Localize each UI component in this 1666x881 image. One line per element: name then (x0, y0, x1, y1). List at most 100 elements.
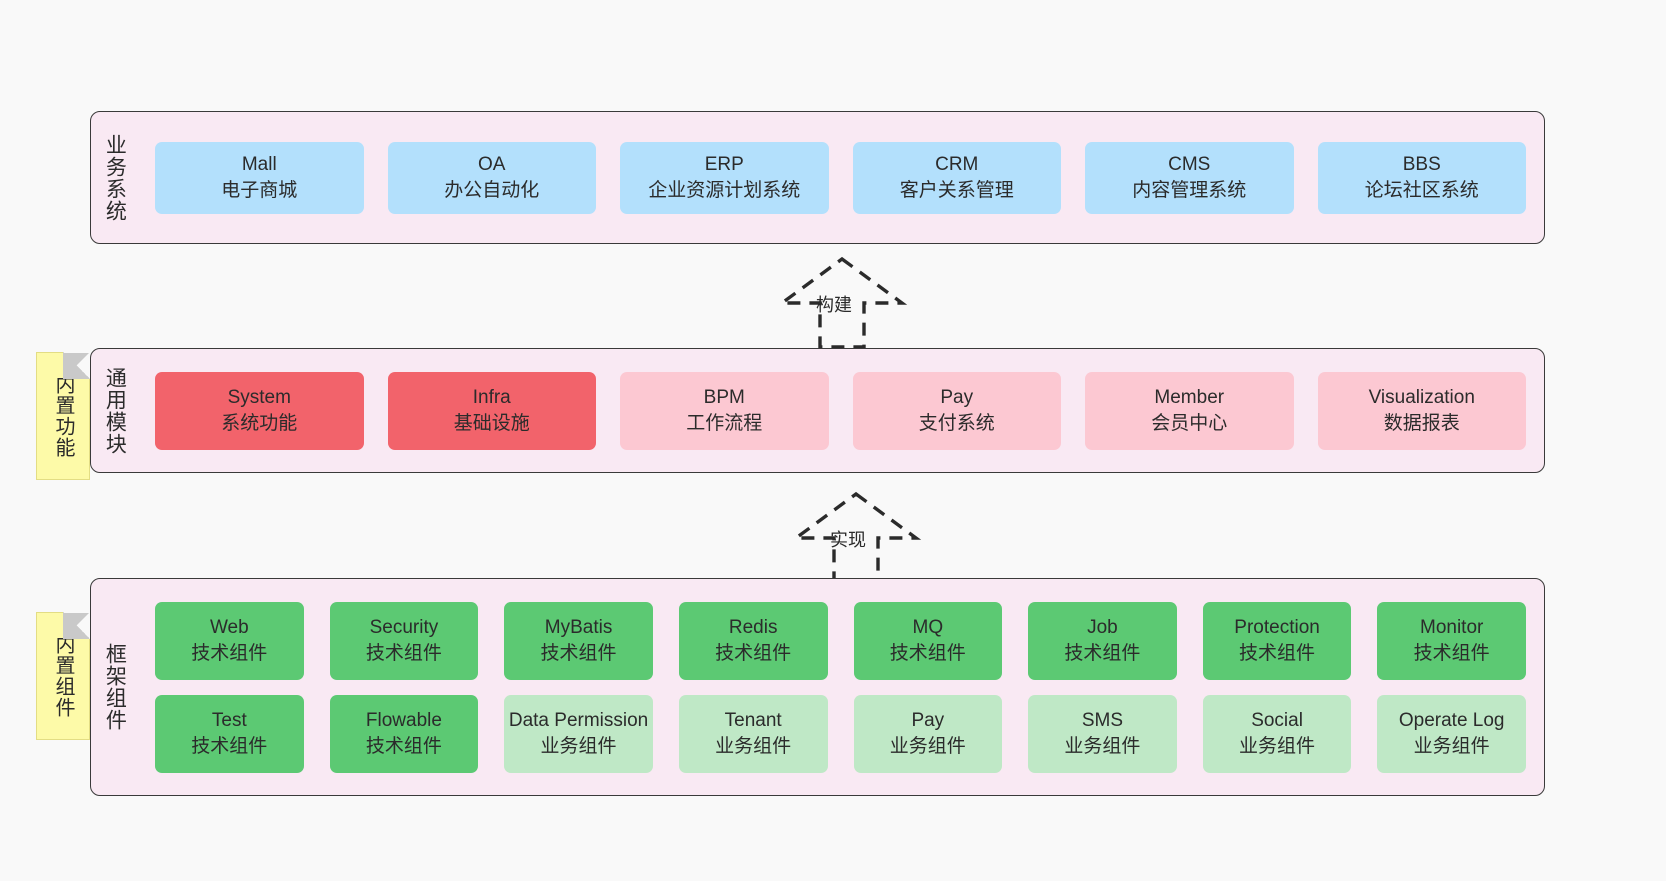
node-mybatis-cn: 技术组件 (540, 642, 617, 664)
build-relation-arrow: 构建 (752, 255, 932, 350)
node-job[interactable]: Job 技术组件 (1028, 601, 1177, 680)
node-protection-en: Protection (1234, 617, 1320, 639)
sticky-fold-icon (63, 612, 90, 639)
node-job-cn: 技术组件 (1064, 642, 1141, 664)
common-module-layer: 通用模块 System 系统功能 Infra 基础设施 BPM 工作流程 Pay… (90, 348, 1545, 473)
node-bpm-en: BPM (703, 387, 745, 409)
node-crm-cn: 客户关系管理 (899, 179, 1014, 201)
node-operate-log-en: Operate Log (1398, 710, 1505, 732)
node-social-cn: 业务组件 (1239, 735, 1316, 757)
node-data-permission[interactable]: Data Permission 业务组件 (504, 694, 653, 773)
node-job-en: Job (1087, 617, 1118, 639)
node-pay-component[interactable]: Pay 业务组件 (853, 694, 1003, 773)
node-crm[interactable]: CRM 客户关系管理 (852, 141, 1061, 214)
node-flowable-en: Flowable (365, 710, 442, 732)
node-operate-log-cn: 业务组件 (1413, 735, 1490, 757)
node-flowable[interactable]: Flowable 技术组件 (329, 694, 479, 773)
framework-layer-label: 框架组件 (103, 643, 127, 731)
node-visualization-cn: 数据报表 (1383, 412, 1460, 434)
node-system-cn: 系统功能 (221, 412, 298, 434)
node-oa-cn: 办公自动化 (444, 179, 540, 201)
node-mq[interactable]: MQ 技术组件 (853, 601, 1003, 680)
node-web-en: Web (209, 617, 249, 639)
node-data-permission-cn: 业务组件 (540, 735, 617, 757)
node-mybatis-en: MyBatis (544, 617, 613, 639)
node-protection-cn: 技术组件 (1239, 642, 1316, 664)
node-member-en: Member (1154, 387, 1225, 409)
node-security-cn: 技术组件 (365, 642, 442, 664)
node-erp[interactable]: ERP 企业资源计划系统 (620, 141, 829, 214)
node-redis-cn: 技术组件 (715, 642, 792, 664)
node-oa-en: OA (478, 154, 506, 176)
node-bbs-cn: 论坛社区系统 (1364, 179, 1479, 201)
node-security[interactable]: Security 技术组件 (329, 601, 479, 680)
node-crm-en: CRM (935, 154, 979, 176)
sticky-fold-icon (63, 352, 90, 379)
common-node-row: System 系统功能 Infra 基础设施 BPM 工作流程 Pay 支付系统… (155, 371, 1526, 450)
node-visualization[interactable]: Visualization 数据报表 (1317, 371, 1526, 450)
node-bbs-en: BBS (1402, 154, 1441, 176)
node-web-cn: 技术组件 (191, 642, 268, 664)
node-pay-module-en: Pay (940, 387, 974, 409)
node-member[interactable]: Member 会员中心 (1085, 371, 1294, 450)
node-sms-en: SMS (1081, 710, 1124, 732)
node-pay-module-cn: 支付系统 (918, 412, 995, 434)
node-tenant[interactable]: Tenant 业务组件 (678, 694, 828, 773)
node-mall-en: Mall (241, 154, 277, 176)
node-oa[interactable]: OA 办公自动化 (387, 141, 596, 214)
node-mall-cn: 电子商城 (221, 179, 298, 201)
node-monitor[interactable]: Monitor 技术组件 (1377, 601, 1526, 680)
node-erp-cn: 企业资源计划系统 (648, 179, 801, 201)
node-pay-component-cn: 业务组件 (889, 735, 966, 757)
sticky-note-builtin-component-label: 内置组件 (52, 634, 74, 718)
framework-component-layer: 框架组件 Web 技术组件 Security 技术组件 MyBatis 技术组件… (90, 578, 1545, 796)
node-bpm[interactable]: BPM 工作流程 (620, 371, 829, 450)
node-infra-en: Infra (472, 387, 511, 409)
node-pay-component-en: Pay (911, 710, 945, 732)
node-mall[interactable]: Mall 电子商城 (155, 141, 364, 214)
node-monitor-en: Monitor (1420, 617, 1484, 639)
node-bpm-cn: 工作流程 (686, 412, 763, 434)
node-member-cn: 会员中心 (1151, 412, 1228, 434)
node-test[interactable]: Test 技术组件 (155, 694, 304, 773)
node-test-cn: 技术组件 (191, 735, 268, 757)
dashed-hollow-arrow-icon (776, 256, 908, 349)
node-mybatis[interactable]: MyBatis 技术组件 (504, 601, 653, 680)
node-cms[interactable]: CMS 内容管理系统 (1085, 141, 1294, 214)
common-node-grid: System 系统功能 Infra 基础设施 BPM 工作流程 Pay 支付系统… (137, 349, 1544, 472)
business-node-grid: Mall 电子商城 OA 办公自动化 ERP 企业资源计划系统 CRM 客户关系… (137, 112, 1544, 243)
node-tenant-cn: 业务组件 (715, 735, 792, 757)
node-sms[interactable]: SMS 业务组件 (1028, 694, 1177, 773)
node-erp-en: ERP (704, 154, 744, 176)
node-redis-en: Redis (728, 617, 778, 639)
node-monitor-cn: 技术组件 (1413, 642, 1490, 664)
node-redis[interactable]: Redis 技术组件 (678, 601, 828, 680)
sticky-note-builtin-component: 内置组件 (36, 612, 90, 740)
node-protection[interactable]: Protection 技术组件 (1202, 601, 1352, 680)
node-system-en: System (227, 387, 291, 409)
node-pay-module[interactable]: Pay 支付系统 (852, 371, 1061, 450)
business-node-row: Mall 电子商城 OA 办公自动化 ERP 企业资源计划系统 CRM 客户关系… (155, 141, 1526, 214)
node-visualization-en: Visualization (1368, 387, 1475, 409)
node-social-en: Social (1251, 710, 1303, 732)
node-flowable-cn: 技术组件 (365, 735, 442, 757)
node-security-en: Security (369, 617, 439, 639)
business-layer-label: 业务系统 (103, 133, 127, 222)
node-social[interactable]: Social 业务组件 (1202, 694, 1352, 773)
node-sms-cn: 业务组件 (1064, 735, 1141, 757)
node-web[interactable]: Web 技术组件 (155, 601, 304, 680)
node-operate-log[interactable]: Operate Log 业务组件 (1377, 694, 1526, 773)
node-system[interactable]: System 系统功能 (155, 371, 364, 450)
framework-tech-row: Web 技术组件 Security 技术组件 MyBatis 技术组件 Redi… (155, 601, 1526, 680)
framework-node-grid: Web 技术组件 Security 技术组件 MyBatis 技术组件 Redi… (137, 579, 1544, 795)
node-infra[interactable]: Infra 基础设施 (387, 371, 596, 450)
common-layer-label: 通用模块 (103, 366, 127, 455)
implement-arrow-label: 实现 (830, 530, 866, 550)
node-bbs[interactable]: BBS 论坛社区系统 (1317, 141, 1526, 214)
framework-biz-row: Test 技术组件 Flowable 技术组件 Data Permission … (155, 694, 1526, 773)
node-cms-en: CMS (1168, 154, 1211, 176)
node-cms-cn: 内容管理系统 (1132, 179, 1247, 201)
business-system-layer: 业务系统 Mall 电子商城 OA 办公自动化 ERP 企业资源计划系统 CRM… (90, 111, 1545, 244)
node-data-permission-en: Data Permission (508, 710, 649, 732)
